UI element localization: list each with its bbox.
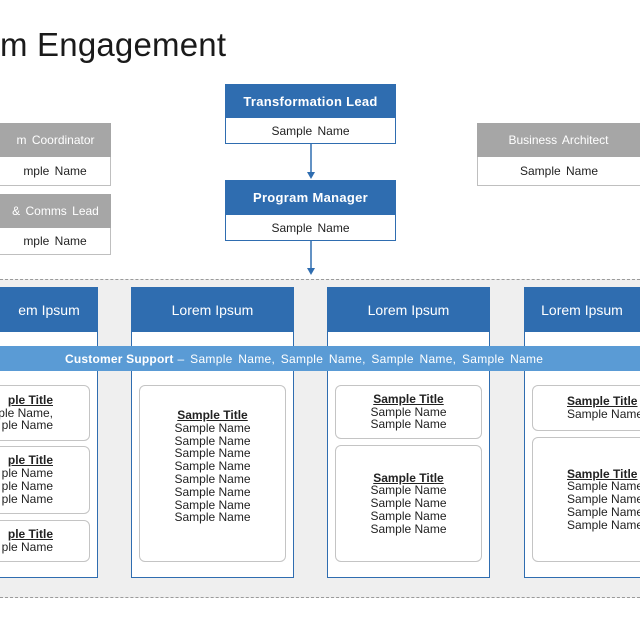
card-line: Sample Name — [370, 483, 447, 498]
down-arrow-1 — [307, 144, 315, 179]
transformation-lead-head: Transformation Lead — [225, 84, 396, 118]
card-line: ple Name — [1, 491, 53, 506]
card-line: Sample Name — [567, 407, 640, 421]
card-c2a: Sample Title Sample Name Sample Name Sam… — [139, 385, 286, 562]
card-c3b: Sample Title Sample Name Sample Name Sam… — [335, 445, 482, 562]
card-title: Sample Title — [567, 394, 638, 409]
card-line: Sample Name — [174, 484, 251, 499]
card-line: Sample Name — [567, 517, 640, 532]
card-line: Sample Name — [370, 417, 447, 432]
program-manager-name: Sample Name — [225, 215, 396, 241]
band-names: – Sample Name, Sample Name, Sample Name,… — [177, 351, 544, 366]
card-c4b: Sample Title Sample Name Sample Name Sam… — [532, 437, 640, 562]
transformation-lead-name: Sample Name — [225, 118, 396, 144]
card-line: ple Name — [1, 479, 53, 493]
card-title: Sample Title — [373, 391, 444, 406]
column-2-head: Lorem Ipsum — [131, 287, 294, 332]
customer-support-band: Customer Support – Sample Name, Sample N… — [0, 346, 640, 371]
card-line: ple Name — [1, 466, 53, 481]
card-line: Sample Name — [567, 479, 640, 494]
card-c1a: ple Title ple Name, ple Name — [0, 385, 90, 441]
card-title: Sample Title — [567, 466, 638, 481]
card-line: Sample Name — [174, 510, 251, 525]
left-box-1-head: m Coordinator — [0, 123, 111, 157]
column-3-head: Lorem Ipsum — [327, 287, 490, 332]
left-box-2-head: & Comms Lead — [0, 194, 111, 228]
card-title: ple Title — [7, 527, 53, 542]
card-line: Sample Name — [174, 446, 251, 461]
card-line: Sample Name — [370, 496, 447, 511]
page-title: m Engagement — [0, 26, 227, 63]
card-title: ple Title — [7, 392, 53, 407]
card-line: Sample Name — [174, 459, 251, 474]
card-c3a: Sample Title Sample Name Sample Name — [335, 385, 482, 439]
card-title: Sample Title — [177, 408, 248, 422]
left-box-2-name: mple Name — [0, 228, 111, 255]
card-line: Sample Name — [174, 420, 251, 435]
card-line: Sample Name — [174, 497, 251, 512]
card-c1c: ple Title ple Name — [0, 520, 90, 562]
card-line: Sample Name — [174, 433, 251, 448]
band-lead: Customer Support — [65, 351, 174, 366]
right-box-name: Sample Name — [477, 157, 640, 186]
right-box-head: Business Architect — [477, 123, 640, 157]
card-line: ple Name — [1, 540, 53, 554]
program-manager-head: Program Manager — [225, 180, 396, 215]
card-c1b: ple Title ple Name ple Name ple Name — [0, 446, 90, 514]
card-line: Sample Name — [370, 521, 447, 536]
card-line: ple Name — [1, 418, 53, 433]
column-1-head: em Ipsum — [0, 287, 98, 332]
card-title: ple Title — [7, 453, 53, 468]
card-line: ple Name, — [0, 405, 53, 420]
column-4-head: Lorem Ipsum — [524, 287, 640, 332]
card-line: Sample Name — [370, 404, 447, 419]
card-c4a: Sample Title Sample Name — [532, 385, 640, 431]
card-line: Sample Name — [567, 504, 640, 519]
card-line: Sample Name — [567, 492, 640, 507]
card-line: Sample Name — [174, 471, 251, 486]
card-title: Sample Title — [373, 470, 444, 485]
left-box-1-name: mple Name — [0, 157, 111, 186]
down-arrow-2 — [307, 241, 315, 275]
card-line: Sample Name — [370, 508, 447, 523]
